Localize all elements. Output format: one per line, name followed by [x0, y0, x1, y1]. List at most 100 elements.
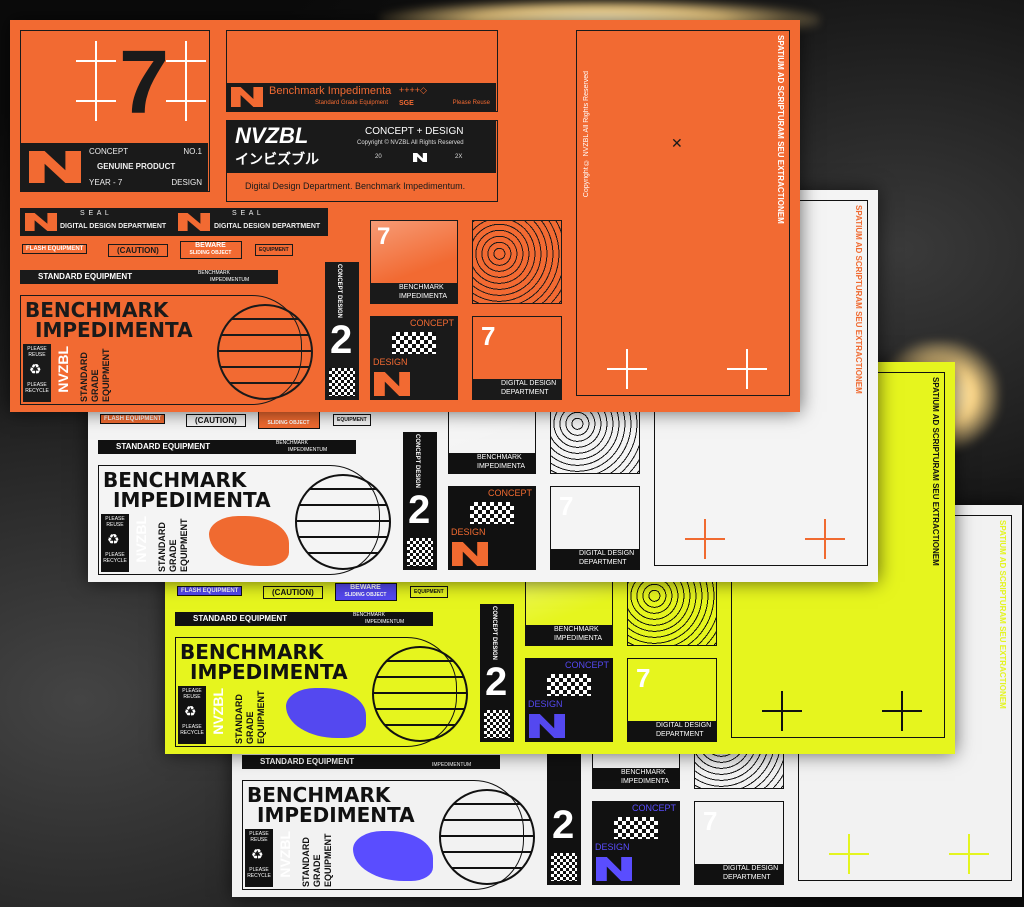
globe-icon — [295, 474, 391, 570]
plus-icon — [949, 834, 989, 874]
please-recycle-text: PLEASE RECYCLE — [25, 382, 49, 394]
banner-subtitle: Standard Grade Equipment — [315, 100, 389, 106]
nvzbl-logo-icon — [452, 542, 488, 566]
big-two: 2 — [485, 660, 508, 704]
brand-vertical: NVZBL — [133, 516, 149, 563]
tile-benchmark: 7 BENCHMARK IMPEDIMENTA — [370, 220, 458, 304]
please-reuse-text: Please Reuse — [452, 100, 490, 106]
beware-text: BEWARE — [195, 242, 226, 249]
recycle-badge: PLEASE REUSE ♻ PLEASE RECYCLE — [245, 829, 273, 887]
banner-arrows: ++++◇ — [399, 85, 427, 95]
brand-vertical: NVZBL — [277, 831, 293, 878]
concept-design-vertical: CONCEPT DESIGN — [491, 606, 497, 661]
brand-vertical: NVZBL — [55, 346, 71, 393]
tile-design-text: DESIGN — [451, 527, 486, 537]
tile-digital-design: 7 DIGITAL DESIGN DEPARTMENT — [627, 658, 717, 742]
concept-design-strip: 2 — [547, 747, 581, 885]
tile-number: 7 — [703, 806, 718, 836]
tile-department-text: DEPARTMENT — [723, 874, 771, 881]
plus-icon — [882, 691, 922, 731]
big-number: 7 — [119, 33, 170, 133]
beware-label: BEWARE SLIDING OBJECT — [180, 241, 242, 259]
pixel-pattern — [470, 502, 514, 524]
tile-benchmark-text: BENCHMARK — [554, 626, 599, 633]
benchmark-impedimenta-block: BENCHMARK IMPEDIMENTA PLEASE REUSE ♻ PLE… — [175, 637, 468, 747]
brand-vertical: NVZBL — [210, 688, 226, 735]
nvzbl-brand-card: NVZBL インビズブル CONCEPT + DESIGN Copyright … — [226, 120, 498, 202]
recycle-badge: PLEASE REUSE ♻ PLEASE RECYCLE — [178, 686, 206, 744]
tile-number: 7 — [559, 491, 574, 521]
sticker-sheet-orange: 7 CONCEPT NO.1 GENUINE PRODUCT YEAR - 7 … — [10, 20, 800, 412]
tile-concept-text: CONCEPT — [631, 803, 676, 813]
tile-digital-text: DIGITAL DESIGN — [501, 380, 557, 387]
nvzbl-logo-icon — [29, 151, 81, 183]
blob-shape — [131, 346, 211, 396]
tile-digital-text: DIGITAL DESIGN — [723, 865, 779, 872]
tile-digital-design: 7 DIGITAL DESIGN DEPARTMENT — [550, 486, 640, 570]
tile-digital-text: DIGITAL DESIGN — [656, 722, 712, 729]
impedimenta-heading: IMPEDIMENTA — [113, 488, 271, 512]
concept-design-vertical: CONCEPT DESIGN — [414, 434, 420, 489]
tile-benchmark-text: BENCHMARK — [399, 284, 444, 291]
tile-concept-text: CONCEPT — [409, 318, 454, 328]
tile-digital-text: DIGITAL DESIGN — [579, 550, 635, 557]
tile-digital-design: 7 DIGITAL DESIGN DEPARTMENT — [694, 801, 784, 885]
tile-design-text: DESIGN — [373, 357, 408, 367]
benchmark-impedimenta-block: BENCHMARK IMPEDIMENTA PLEASE REUSE ♻ PLE… — [20, 295, 313, 405]
concept-design-text: CONCEPT + DESIGN — [365, 126, 464, 137]
tile-number: 7 — [636, 663, 651, 693]
beware-label: BEWARE SLIDING OBJECT — [335, 583, 397, 601]
impedimenta-heading: IMPEDIMENTA — [257, 803, 415, 827]
globe-icon — [439, 789, 535, 885]
concept-design-strip: CONCEPT DESIGN 2 — [480, 604, 514, 742]
blob-shape — [286, 688, 366, 738]
tile-department-text: DEPARTMENT — [579, 559, 627, 566]
blob-shape — [209, 516, 289, 566]
beware-text: BEWARE — [350, 584, 381, 591]
sliding-object-text: SLIDING OBJECT — [267, 420, 310, 426]
anime-seven-panel: 7 CONCEPT NO.1 GENUINE PRODUCT YEAR - 7 … — [20, 30, 210, 192]
caution-label: (CAUTION) — [186, 414, 246, 427]
standard-grade-text: STANDARD GRADE EQUIPMENT — [79, 348, 111, 402]
please-reuse-text: PLEASE REUSE — [27, 346, 47, 358]
benchmark-small-text: BENCHMARK — [276, 440, 308, 446]
standard-equipment-text: STANDARD EQUIPMENT — [260, 757, 355, 766]
caution-label: (CAUTION) — [108, 244, 168, 257]
benchmark-small-text: BENCHMARK — [198, 270, 230, 276]
globe-icon — [217, 304, 313, 400]
tile-design-text: DESIGN — [528, 699, 563, 709]
standard-equipment-bar: STANDARD EQUIPMENT BENCHMARK IMPEDIMENTU… — [175, 612, 433, 626]
concept-text: CONCEPT — [89, 147, 129, 156]
beware-label: SLIDING OBJECT — [258, 411, 320, 429]
impedimentum-small-text: IMPEDIMENTUM — [365, 619, 405, 625]
impedimenta-heading: IMPEDIMENTA — [190, 660, 348, 684]
seal-text: S E A L — [80, 210, 109, 217]
sge-badge: SGE — [399, 100, 414, 107]
year-end: 2X — [455, 154, 463, 160]
spatium-text: SPATIUM AD SCRIPTURAM SEU EXTRACTIONEM — [854, 205, 863, 394]
genuine-product-label: CONCEPT NO.1 GENUINE PRODUCT YEAR - 7 DE… — [21, 143, 208, 191]
sliding-object-text: SLIDING OBJECT — [189, 250, 232, 256]
please-reuse-text: PLEASE REUSE — [105, 516, 125, 528]
benchmark-heading: BENCHMARK — [25, 298, 169, 322]
pixel-pattern — [614, 817, 658, 839]
please-recycle-text: PLEASE RECYCLE — [103, 552, 127, 564]
nvzbl-logo-icon — [231, 87, 263, 107]
benchmark-small-text: BENCHMARK — [353, 612, 385, 618]
standard-equipment-bar: STANDARD EQUIPMENT IMPEDIMENTUM — [242, 755, 500, 769]
nvzbl-logo-icon — [374, 372, 410, 396]
tile-concept-design: CONCEPT DESIGN — [592, 801, 680, 885]
impedimentum-small-text: IMPEDIMENTUM — [288, 447, 328, 453]
nvzbl-logo-icon — [596, 857, 632, 881]
year-text: YEAR - 7 — [89, 178, 123, 187]
plus-icon — [829, 834, 869, 874]
qr-code-icon — [484, 710, 510, 738]
impedimentum-small-text: IMPEDIMENTUM — [432, 762, 472, 768]
side-copyright: Copyright © NVZBL All Rights Reserved — [583, 71, 590, 198]
benchmark-heading: BENCHMARK — [180, 640, 324, 664]
plus-icon — [76, 81, 116, 121]
please-recycle-text: PLEASE RECYCLE — [247, 867, 271, 879]
tile-impedimenta-text: IMPEDIMENTA — [554, 635, 603, 642]
recycle-badge: PLEASE REUSE ♻ PLEASE RECYCLE — [23, 344, 51, 402]
